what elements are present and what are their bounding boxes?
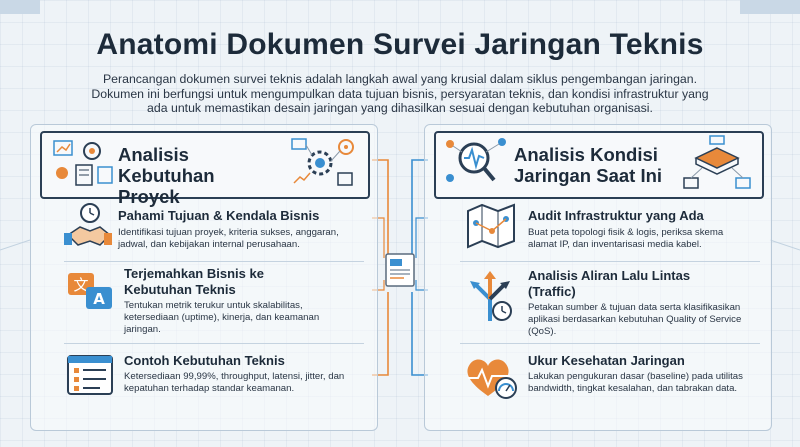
intro-text: Perancangan dokumen survei teknis adalah… (91, 72, 709, 115)
project-analysis-icon (52, 137, 116, 189)
left-item-2-title: Terjemahkan Bisnis ke Kebutuhan Teknis (124, 266, 264, 297)
left-item-3-title: Contoh Kebutuhan Teknis (124, 353, 285, 368)
left-item-1-desc: Identifikasi tujuan proyek, kriteria suk… (118, 227, 339, 251)
corner-decoration (740, 0, 800, 14)
handshake-clock-icon (64, 201, 112, 251)
checklist-window-icon (66, 354, 114, 396)
network-topology-icon (682, 134, 752, 192)
right-item-1-title: Audit Infrastruktur yang Ada (528, 208, 704, 223)
right-item-2-title: Analisis Aliran Lalu Lintas (Traffic) (528, 268, 691, 299)
network-monitor-icon (444, 134, 510, 192)
divider (64, 261, 364, 262)
left-item-1-title: Pahami Tujuan & Kendala Bisnis (118, 208, 320, 223)
right-heading: Analisis Kondisi Jaringan Saat Ini (514, 144, 663, 186)
right-item-2-desc: Petakan sumber & tujuan data serta klasi… (528, 302, 742, 338)
left-item-3-desc: Ketersediaan 99,99%, throughput, latensi… (124, 371, 345, 395)
heart-gauge-icon (464, 354, 518, 400)
right-item-1-desc: Buat peta topologi fisik & logis, periks… (528, 227, 724, 251)
right-item-3-desc: Lakukan pengukuran dasar (baseline) pada… (528, 371, 743, 395)
corner-decoration (0, 0, 40, 14)
page-title: Anatomi Dokumen Survei Jaringan Teknis (96, 28, 704, 61)
divider (460, 261, 760, 262)
translate-glyph-a: 文 (73, 276, 88, 294)
traffic-flow-icon (464, 271, 516, 323)
topology-map-icon (466, 203, 516, 249)
left-item-2-desc: Tentukan metrik terukur untuk skalabilit… (124, 300, 320, 336)
divider (64, 343, 364, 344)
divider (460, 343, 760, 344)
gear-network-icon (288, 135, 358, 191)
right-item-3-title: Ukur Kesehatan Jaringan (528, 353, 685, 368)
translate-icon: 文 A (66, 271, 116, 315)
document-icon (380, 250, 420, 290)
translate-glyph-b: A (93, 290, 105, 308)
left-header-box (40, 131, 370, 199)
left-heading: Analisis Kebutuhan Proyek (118, 144, 215, 207)
